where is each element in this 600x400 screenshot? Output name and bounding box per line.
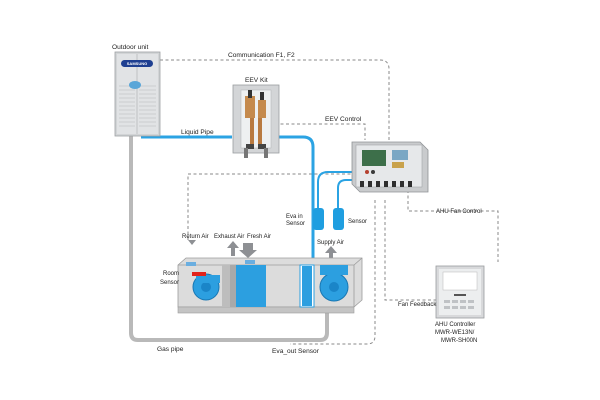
supply-sensor [333, 208, 344, 230]
communication-line [160, 59, 390, 140]
eva-in-sensor [313, 208, 324, 230]
exhaust-air-arrow [227, 241, 239, 256]
return-damper [186, 262, 196, 266]
ahu-fan-control-line [407, 190, 499, 262]
room-sensor-label-1: Room [163, 271, 179, 277]
eev-control-label: EEV Control [325, 116, 362, 123]
eev-control-line [275, 123, 366, 140]
fan-feedback-label: Fan Feedback [398, 302, 437, 308]
control-box [351, 141, 429, 193]
eva-in-sensor-wire [317, 171, 360, 208]
fresh-damper [245, 260, 255, 264]
eva-out-sensor-label: Eva_out Sensor [272, 348, 320, 355]
fresh-air-label: Fresh Air [247, 234, 271, 240]
brand-logo-text: SAMSUNG [127, 61, 147, 66]
gas-pipe-line [129, 128, 329, 342]
sensor-label: Sensor [348, 219, 367, 225]
ahu-cabinet [177, 257, 363, 314]
eva-in-sensor-label-1: Eva in [286, 214, 303, 220]
ahu-controller-label-2: MWR-WE13N/ [435, 330, 475, 336]
eev-kit-label: EEV Kit [245, 77, 268, 84]
exhaust-air-label: Exhaust Air [214, 234, 244, 240]
room-sensor-label-2: Sensor [160, 280, 179, 286]
outdoor-badge [129, 81, 141, 89]
communication-label: Communication F1, F2 [228, 52, 295, 59]
supply-air-label: Supply Air [317, 240, 344, 246]
eev-kit [232, 84, 280, 158]
room-sensor [192, 272, 206, 276]
liquid-pipe-label: Liquid Pipe [181, 129, 214, 136]
return-air-arrow [188, 240, 196, 245]
circuit-board [362, 150, 386, 166]
ahu-controller-label-1: AHU Controller [435, 322, 475, 328]
outdoor-unit: SAMSUNG [114, 51, 161, 137]
ahu-fan-control-label: AHU Fan Control [436, 209, 482, 215]
fresh-air-arrow [239, 243, 257, 258]
ahu-controller [435, 265, 485, 319]
outdoor-unit-label: Outdoor unit [112, 44, 148, 51]
liquid-pipe-to-coil [279, 135, 315, 270]
controller-display [442, 271, 478, 291]
eva-out-sensor-line [290, 200, 376, 345]
evaporator-coil [302, 266, 312, 306]
samsung-logo [121, 60, 153, 67]
eev-valve [245, 96, 255, 118]
gas-pipe-label: Gas pipe [157, 346, 184, 353]
supply-fan [319, 265, 349, 302]
supply-sensor-wire [337, 179, 360, 208]
fan-feedback-line [384, 200, 436, 301]
return-air-label: Return Air [182, 234, 209, 240]
return-fan [192, 273, 220, 301]
supply-air-arrow [325, 246, 337, 260]
mixing-section [236, 265, 266, 307]
ahu-controller-label-3: MWR-SH00N [441, 338, 477, 344]
return-air-sensor-line [187, 173, 360, 240]
eva-in-sensor-label-2: Sensor [286, 221, 305, 227]
